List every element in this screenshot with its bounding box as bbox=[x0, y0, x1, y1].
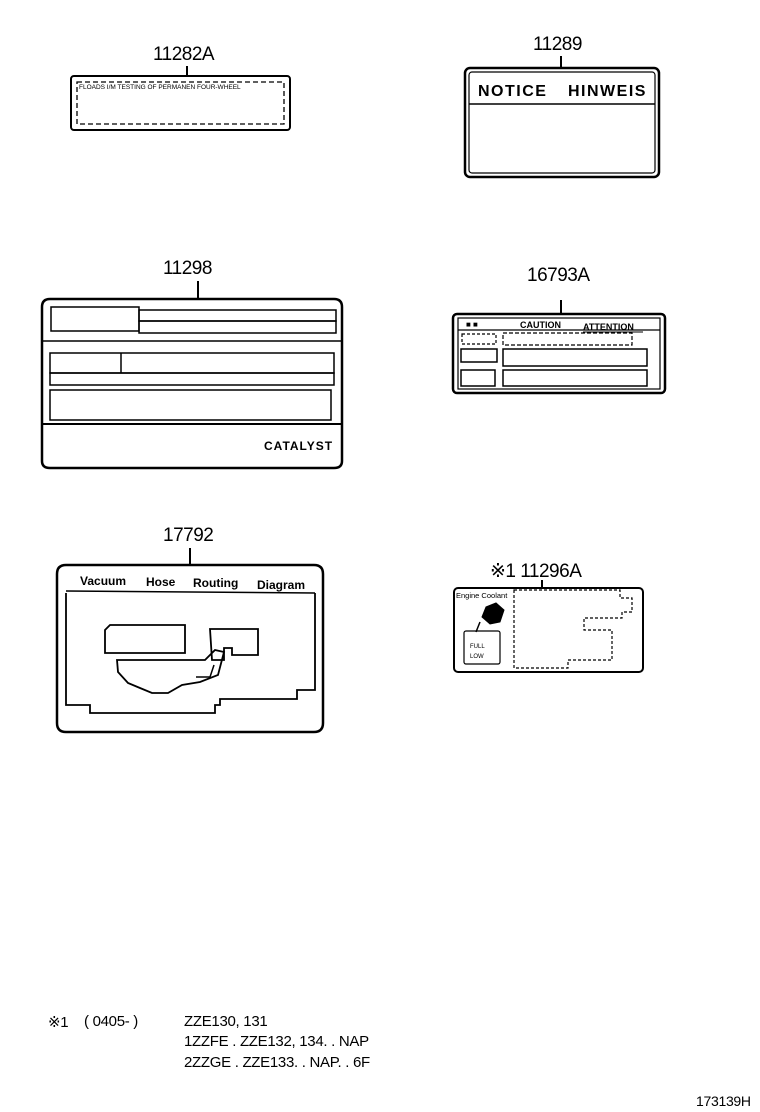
label-17792-word-vacuum: Vacuum bbox=[80, 574, 126, 588]
label-11289-notice: NOTICE bbox=[478, 83, 547, 100]
label-11289: NOTICE HINWEIS bbox=[463, 66, 661, 179]
label-11296a-coolant-text: Engine Coolant bbox=[456, 591, 508, 600]
footnote-range: ( 0405- ) bbox=[84, 1013, 138, 1030]
part-number-11298: 11298 bbox=[163, 258, 212, 279]
label-16793a-attention: ATTENTION bbox=[583, 322, 634, 332]
reservoir-icon bbox=[463, 630, 501, 665]
label-16793a-caution: CAUTION bbox=[520, 320, 561, 330]
label-11289-hinweis: HINWEIS bbox=[568, 83, 647, 100]
footnote-mark: ※1 bbox=[48, 1014, 69, 1031]
label-17792-word-routing: Routing bbox=[193, 576, 238, 590]
footnote-line2: 1ZZFE . ZZE132, 134. . NAP bbox=[184, 1033, 369, 1050]
label-17792-word-hose: Hose bbox=[146, 575, 176, 589]
svg-text:■ ■: ■ ■ bbox=[466, 320, 478, 329]
part-number-11282a: 11282A bbox=[153, 44, 215, 65]
part-number-11296a: ※1 11296A bbox=[490, 561, 582, 582]
coolant-bottle-icon bbox=[481, 602, 505, 625]
label-11298: CATALYST bbox=[40, 297, 344, 470]
label-11282a-text: FLOADS I/M TESTING OF PERMANEN FOUR-WHEE… bbox=[79, 84, 241, 91]
label-17792: Vacuum Hose Routing Diagram bbox=[55, 563, 325, 734]
label-16793a: ■ ■ CAUTION ATTENTION bbox=[451, 312, 667, 395]
part-number-17792: 17792 bbox=[163, 525, 214, 546]
label-17792-word-diagram: Diagram bbox=[257, 578, 305, 592]
part-number-16793a: 16793A bbox=[527, 265, 590, 286]
label-11296a: Engine Coolant FULL LOW bbox=[453, 587, 644, 673]
label-11296a-full: FULL bbox=[470, 644, 485, 650]
part-number-11289: 11289 bbox=[533, 34, 582, 55]
diagram-code: 173139H bbox=[696, 1093, 751, 1109]
label-11296a-low: LOW bbox=[470, 654, 484, 660]
label-11282a: FLOADS I/M TESTING OF PERMANEN FOUR-WHEE… bbox=[70, 75, 291, 131]
footnote-line1: ZZE130, 131 bbox=[184, 1013, 268, 1030]
footnote-line3: 2ZZGE . ZZE133. . NAP. . 6F bbox=[184, 1054, 370, 1071]
label-11298-catalyst: CATALYST bbox=[264, 439, 333, 453]
